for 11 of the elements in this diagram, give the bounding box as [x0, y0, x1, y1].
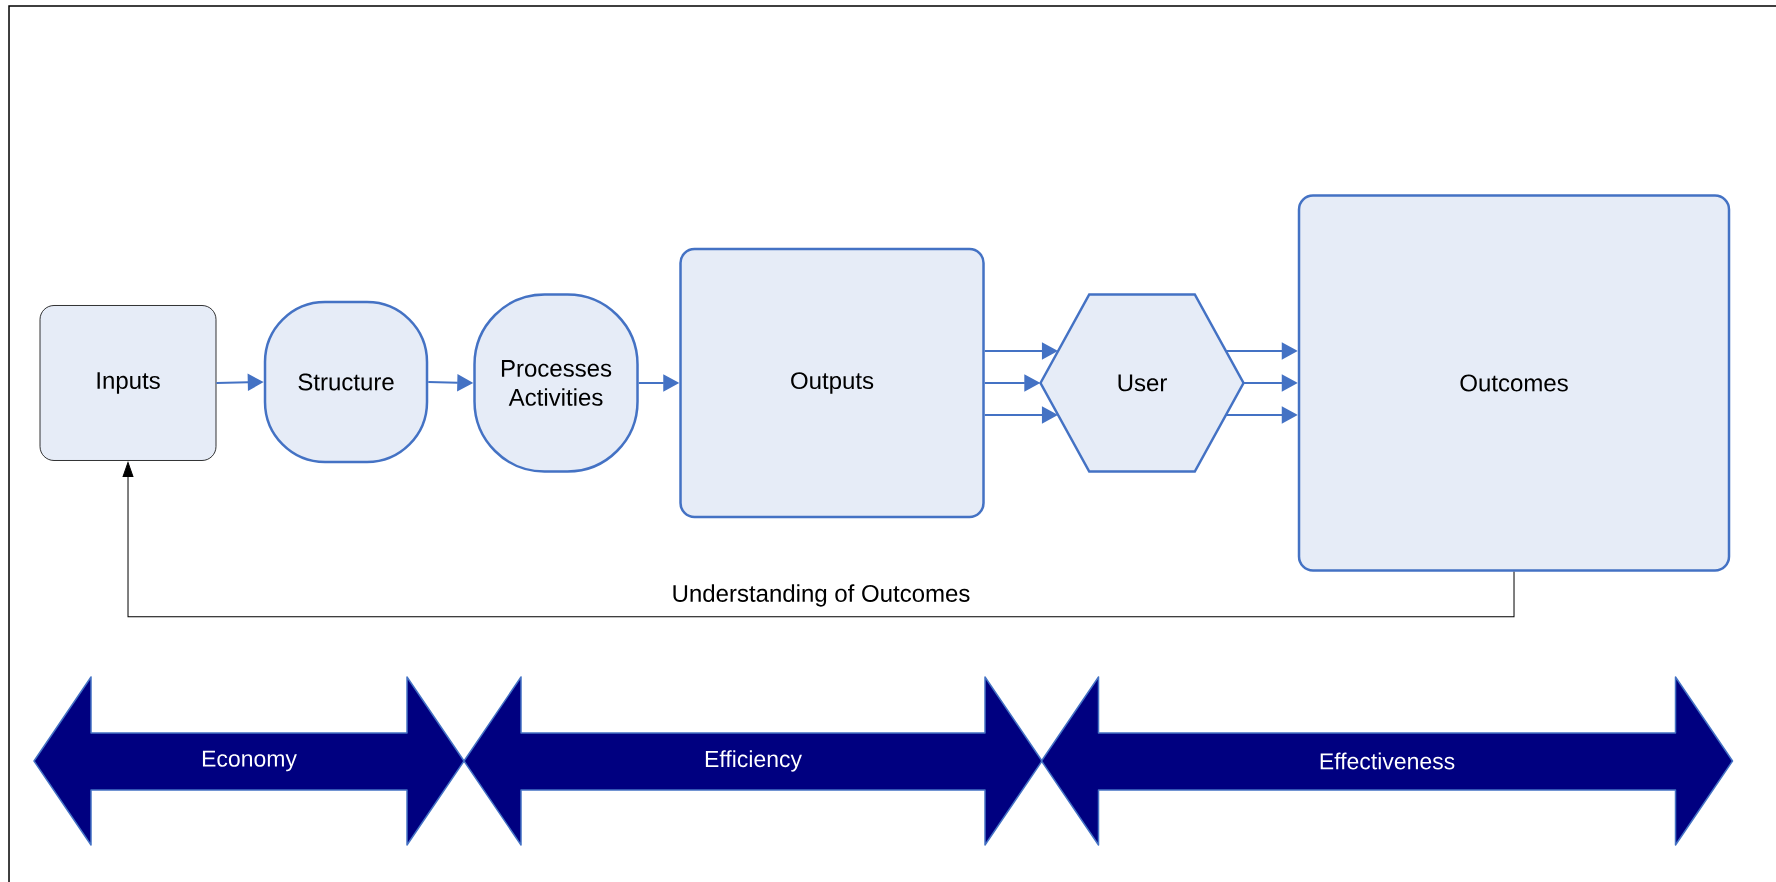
edge-label: Understanding of Outcomes	[669, 582, 973, 609]
double-arrow-band: Effectiveness	[1040, 676, 1734, 846]
double-arrow-band: Economy	[33, 676, 465, 846]
rounded-node: Structure	[263, 300, 429, 464]
double-arrow-band: Efficiency	[463, 676, 1043, 846]
hexagon-node: User	[1039, 293, 1245, 473]
rounded-node: Processes Activities	[473, 293, 639, 473]
process-box: Outputs	[679, 247, 985, 519]
process-box: Outcomes	[1297, 194, 1731, 572]
arrow	[122, 461, 1515, 618]
process-box: Inputs	[39, 305, 217, 461]
